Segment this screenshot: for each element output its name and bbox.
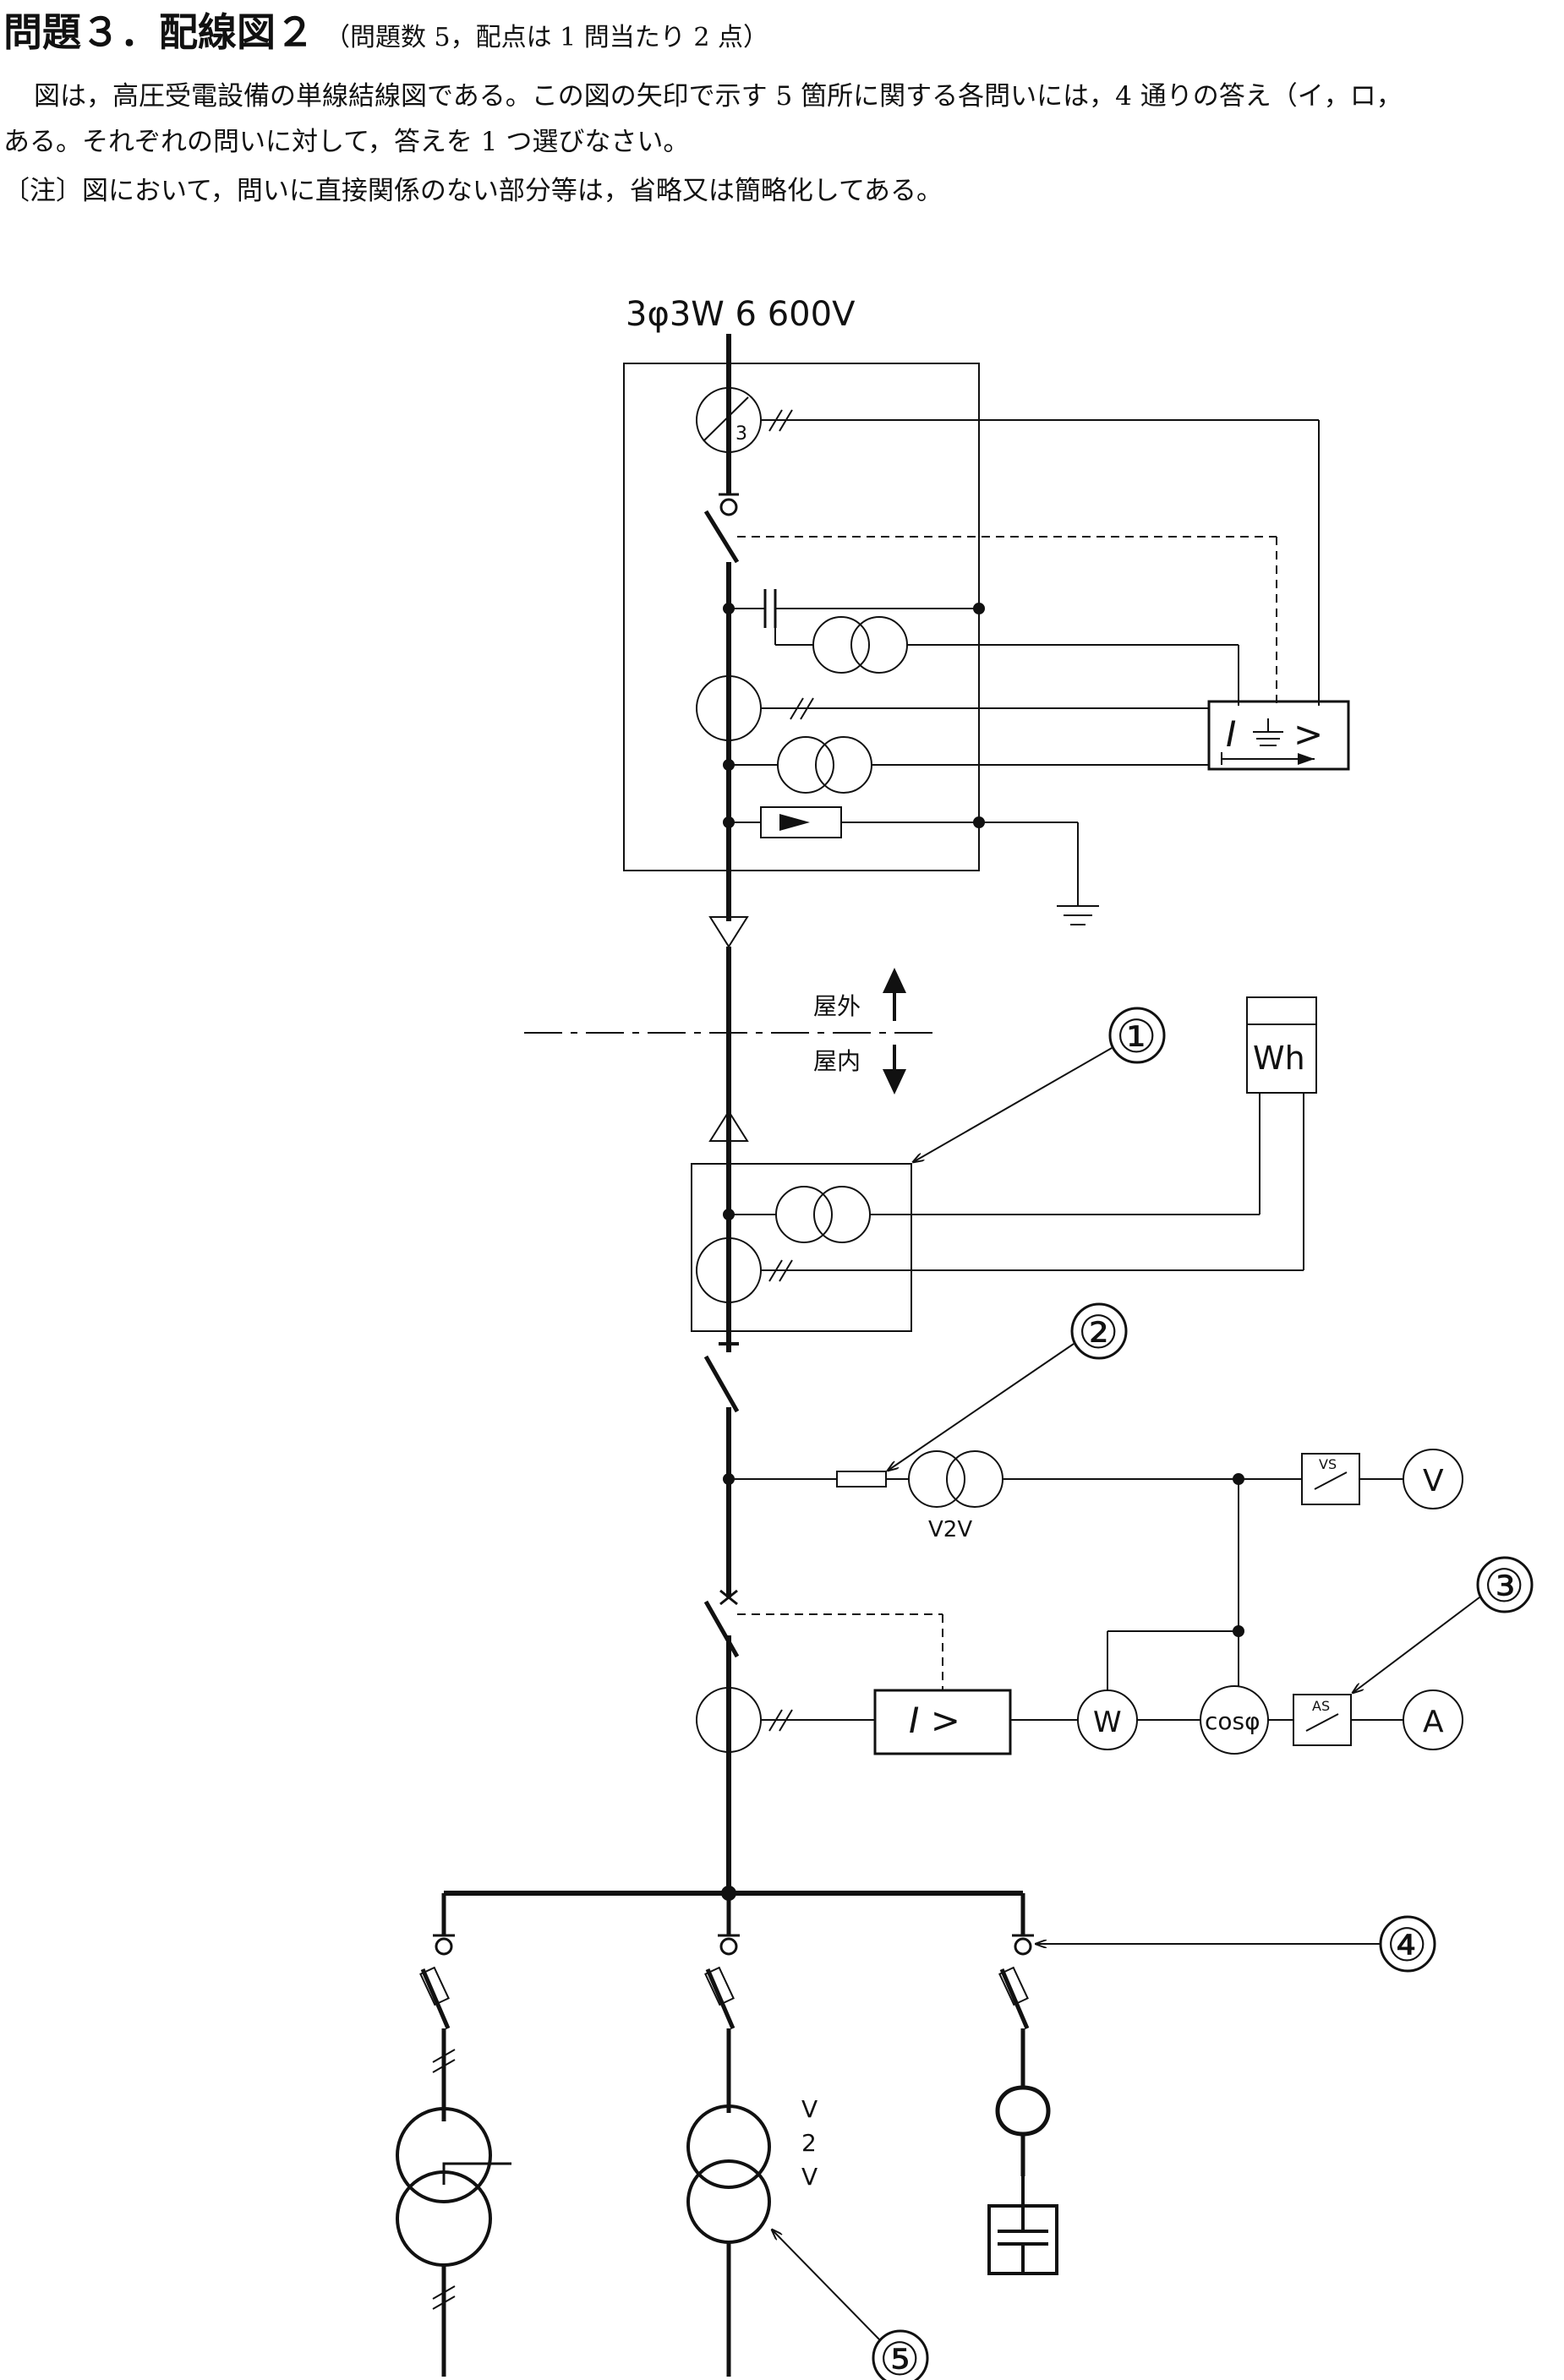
svg-text:>: > [1293,713,1323,755]
marker-4 [1379,1915,1436,1973]
arrow-up [883,968,906,993]
vt-top-1 [812,616,870,674]
voltmeter [1403,1449,1463,1509]
outdoor-label: 屋外 [813,992,861,1020]
marker-1 [1108,1007,1166,1064]
marker-1-label: ① [1116,1010,1157,1063]
vt-top-2 [850,616,908,674]
supply-label: 3φ3W 6 600V [626,295,856,334]
wattmeter-label: W [1093,1706,1122,1739]
pas-switch-ring [719,498,738,516]
vct-enclosure [691,1163,912,1332]
cable-head-bottom [708,1110,749,1142]
vt-label: V2V [928,1517,972,1542]
wh-meter-label: Wh [1253,1040,1305,1077]
ground-relay-symbol: I [1226,713,1236,755]
question-text-line-1: 図は，高圧受電設備の単線結線図である。この図の矢印で示す 5 箇所に関する各問い… [34,81,1403,112]
series-reactor [995,2085,1051,2137]
pas-enclosure [623,363,980,871]
voltmeter-label: V [1423,1464,1444,1498]
question-note: 〔注〕図において，問いに直接関係のない部分等は，省略又は簡略化してある。 [3,176,943,206]
vt-v2v-1 [908,1450,965,1508]
ocr-relay-box [873,1689,1012,1755]
pf-fuse [836,1471,887,1488]
ocr-relay-symbol: I > [909,1700,960,1741]
vt-vertical-1: V [801,2095,818,2123]
transformer-3ph-primary [396,2107,492,2203]
vcb-switch [703,1600,740,1658]
vs-switch-label: VS [1319,1456,1337,1472]
marker-3 [1476,1556,1534,1613]
marker-5 [872,2329,929,2380]
vct-vt-1 [775,1186,833,1243]
vt-vertical-2: 2 [801,2129,817,2157]
transformer-v2v-primary [686,2104,771,2189]
vct-vt-2 [813,1186,871,1243]
vt-mid-2 [815,736,872,794]
ammeter [1403,1689,1463,1750]
marker-5-label: ⑤ [879,2333,920,2380]
vt-v2v-2 [946,1450,1003,1508]
indoor-label: 屋内 [813,1047,861,1075]
marker-2-label: ② [1078,1306,1118,1359]
question-title: 問題３．配線図２ [3,9,314,55]
ground-relay-box [1207,700,1350,771]
vt-mid-1 [777,736,834,794]
cable-head-top [708,916,749,948]
marker-3-label: ③ [1484,1559,1524,1613]
arrow-down [883,1069,906,1094]
zct-turns-label: 3 [736,423,747,445]
question-subtitle: （問題数 5，配点は 1 問当たり 2 点） [325,23,768,52]
title-row: 問題３．配線図２ （問題数 5，配点は 1 問当たり 2 点） [3,2,768,57]
marker-4-label: ④ [1386,1919,1427,1972]
pf-meter-label: cosφ [1205,1707,1260,1735]
vt-vertical-3: V [801,2163,818,2191]
question-text-line-2: ある。それぞれの問いに対して，答えを 1 つ選びなさい。 [3,127,690,157]
ammeter-label: A [1423,1705,1444,1739]
wh-meter [1246,996,1317,1094]
as-switch-label: AS [1312,1698,1330,1714]
marker-2 [1070,1302,1128,1360]
disconnect-switch [703,1355,740,1413]
